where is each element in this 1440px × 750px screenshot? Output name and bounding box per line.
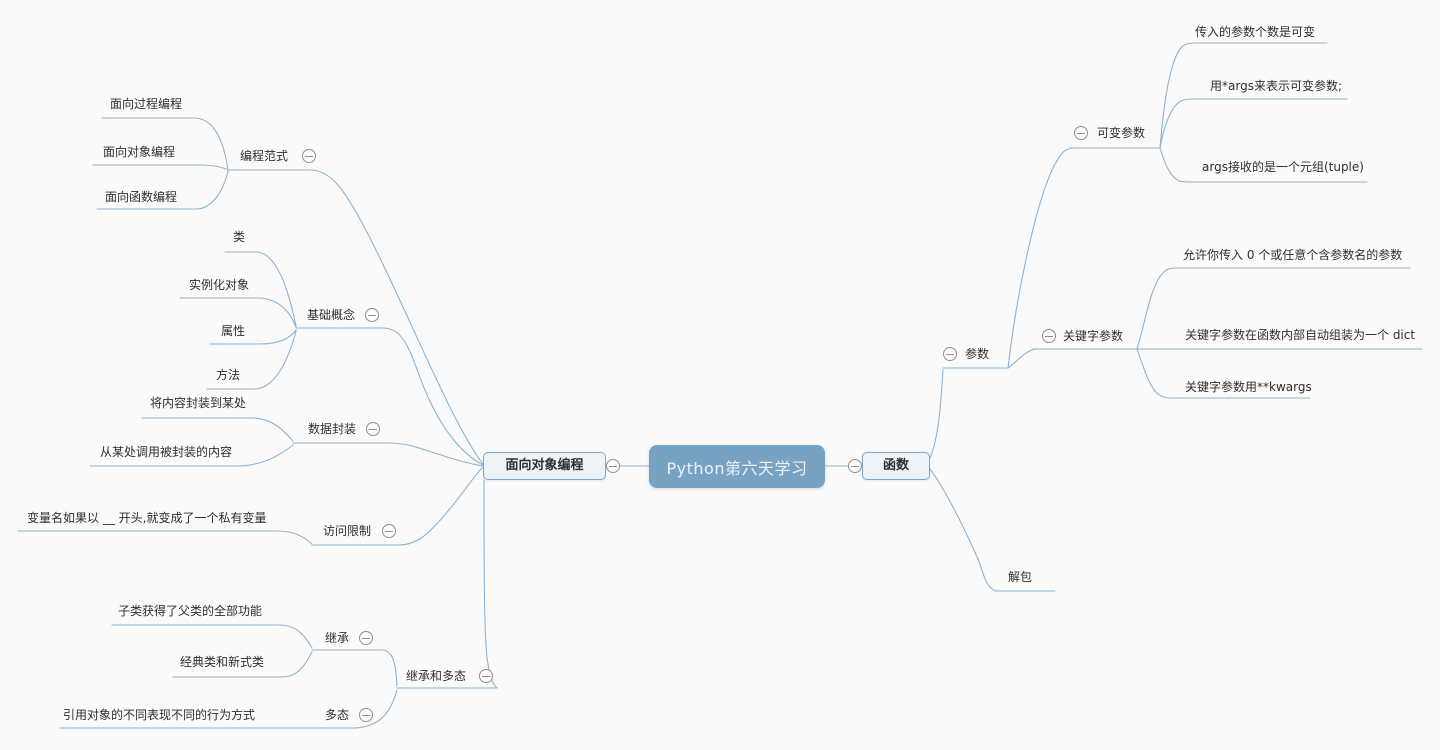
topic-keyword-params[interactable]: 关键字参数 xyxy=(1063,329,1124,343)
topic-polymorphism[interactable]: 多态 xyxy=(325,708,350,722)
collapse-minus-icon-paradigm[interactable] xyxy=(302,149,316,163)
branch-connector-line xyxy=(141,417,294,442)
collapse-minus-icon-inheritance[interactable] xyxy=(359,631,373,645)
branch-connector-line xyxy=(111,624,313,649)
collapse-minus-icon-polymorphism[interactable] xyxy=(359,708,373,722)
topic-encapsulate-content[interactable]: 将内容封装到某处 xyxy=(150,396,247,410)
topic-unpack[interactable]: 解包 xyxy=(1008,570,1033,584)
branch-connector-line xyxy=(929,468,1056,592)
branch-connector-line xyxy=(179,297,297,328)
branch-connector-line xyxy=(17,530,313,545)
branch-connector-line xyxy=(929,369,944,459)
branch-connector-line xyxy=(1136,348,1311,399)
minus-glyph xyxy=(851,465,859,467)
minus-glyph xyxy=(1045,335,1053,337)
topic-variable-params[interactable]: 可变参数 xyxy=(1097,126,1146,140)
minus-glyph xyxy=(362,714,370,716)
topic-object-oriented-programming[interactable]: 面向对象编程 xyxy=(103,145,176,159)
topic-access-restriction[interactable]: 访问限制 xyxy=(323,524,372,538)
topic-functions[interactable]: 函数 xyxy=(862,452,930,480)
branch-connector-line xyxy=(206,330,297,390)
minus-glyph xyxy=(946,353,954,355)
topic-variable-count[interactable]: 传入的参数个数是可变 xyxy=(1195,25,1316,39)
topic-functional-programming[interactable]: 面向函数编程 xyxy=(105,190,178,204)
branch-connector-line xyxy=(209,329,297,345)
minus-glyph xyxy=(368,314,376,316)
topic-kwargs[interactable]: 关键字参数用**kwargs xyxy=(1185,380,1312,394)
minus-glyph xyxy=(482,675,490,677)
topic-parameters[interactable]: 参数 xyxy=(965,347,990,361)
branch-connector-line xyxy=(89,444,294,467)
minus-glyph xyxy=(362,637,370,639)
topic-oop[interactable]: 面向对象编程 xyxy=(483,452,606,480)
minus-glyph xyxy=(305,155,313,157)
topic-args-tuple[interactable]: args接收的是一个元组(tuple) xyxy=(1202,160,1364,174)
branch-connector-line xyxy=(224,251,297,327)
branch-connector-line xyxy=(1159,147,1368,183)
branch-connector-line xyxy=(101,117,229,171)
collapse-minus-icon-inheritance-polymorphism[interactable] xyxy=(479,669,493,683)
minus-glyph xyxy=(1077,132,1085,134)
topic-subclass-features[interactable]: 子类获得了父类的全部功能 xyxy=(118,604,263,618)
branch-connector-line xyxy=(92,164,229,171)
topic-attribute[interactable]: 属性 xyxy=(221,324,246,338)
topic-star-args[interactable]: 用*args来表示可变参数; xyxy=(1210,79,1342,93)
topic-inheritance[interactable]: 继承 xyxy=(325,631,350,645)
topic-auto-dict[interactable]: 关键字参数在函数内部自动组装为一个 dict xyxy=(1185,328,1416,342)
minus-glyph xyxy=(369,428,377,430)
topic-class[interactable]: 类 xyxy=(233,230,246,244)
branch-connector-line xyxy=(96,170,229,210)
branch-connector-line xyxy=(59,689,398,729)
topic-data-encapsulation[interactable]: 数据封装 xyxy=(308,422,357,436)
topic-method[interactable]: 方法 xyxy=(216,368,241,382)
branch-connector-line xyxy=(292,442,484,467)
branch-connector-line xyxy=(295,327,484,466)
topic-call-encapsulated[interactable]: 从某处调用被封装的内容 xyxy=(100,445,233,459)
branch-connector-line xyxy=(1159,42,1328,149)
branch-connector-line xyxy=(227,169,484,465)
topic-inheritance-polymorphism[interactable]: 继承和多态 xyxy=(406,669,467,683)
collapse-minus-icon-oop[interactable] xyxy=(606,459,620,473)
central-topic[interactable]: Python第六天学习 xyxy=(649,445,825,488)
collapse-minus-icon-basic-concepts[interactable] xyxy=(365,308,379,322)
branch-connector-line xyxy=(172,651,313,678)
branch-connector-line xyxy=(483,479,498,689)
topic-allow-named-params[interactable]: 允许你传入 0 个或任意个含参数名的参数 xyxy=(1183,248,1403,262)
branch-connector-line xyxy=(311,649,398,687)
collapse-minus-icon-keyword-params[interactable] xyxy=(1042,329,1056,343)
branch-connector-line xyxy=(1007,348,1037,369)
collapse-minus-icon-parameters[interactable] xyxy=(943,347,957,361)
topic-basic-concepts[interactable]: 基础概念 xyxy=(307,308,356,322)
collapse-minus-icon-access-restriction[interactable] xyxy=(382,524,396,538)
topic-instantiate-object[interactable]: 实例化对象 xyxy=(189,278,250,292)
topic-paradigm[interactable]: 编程范式 xyxy=(240,149,289,163)
minus-glyph xyxy=(609,465,617,467)
collapse-minus-icon-variable-params[interactable] xyxy=(1074,126,1088,140)
topic-private-variable[interactable]: 变量名如果以 __ 开头,就变成了一个私有变量 xyxy=(27,511,267,525)
topic-classic-new-classes[interactable]: 经典类和新式类 xyxy=(180,655,265,669)
branch-connector-line xyxy=(1159,98,1348,149)
branch-connector-line xyxy=(1007,147,1077,369)
branch-connector-line xyxy=(311,466,484,546)
collapse-minus-icon-data-encapsulation[interactable] xyxy=(366,422,380,436)
minus-glyph xyxy=(385,530,393,532)
topic-procedural-programming[interactable]: 面向过程编程 xyxy=(110,97,183,111)
branch-connector-line xyxy=(1136,267,1411,350)
collapse-minus-icon-functions[interactable] xyxy=(848,459,862,473)
topic-reference-behavior[interactable]: 引用对象的不同表现不同的行为方式 xyxy=(63,708,256,722)
